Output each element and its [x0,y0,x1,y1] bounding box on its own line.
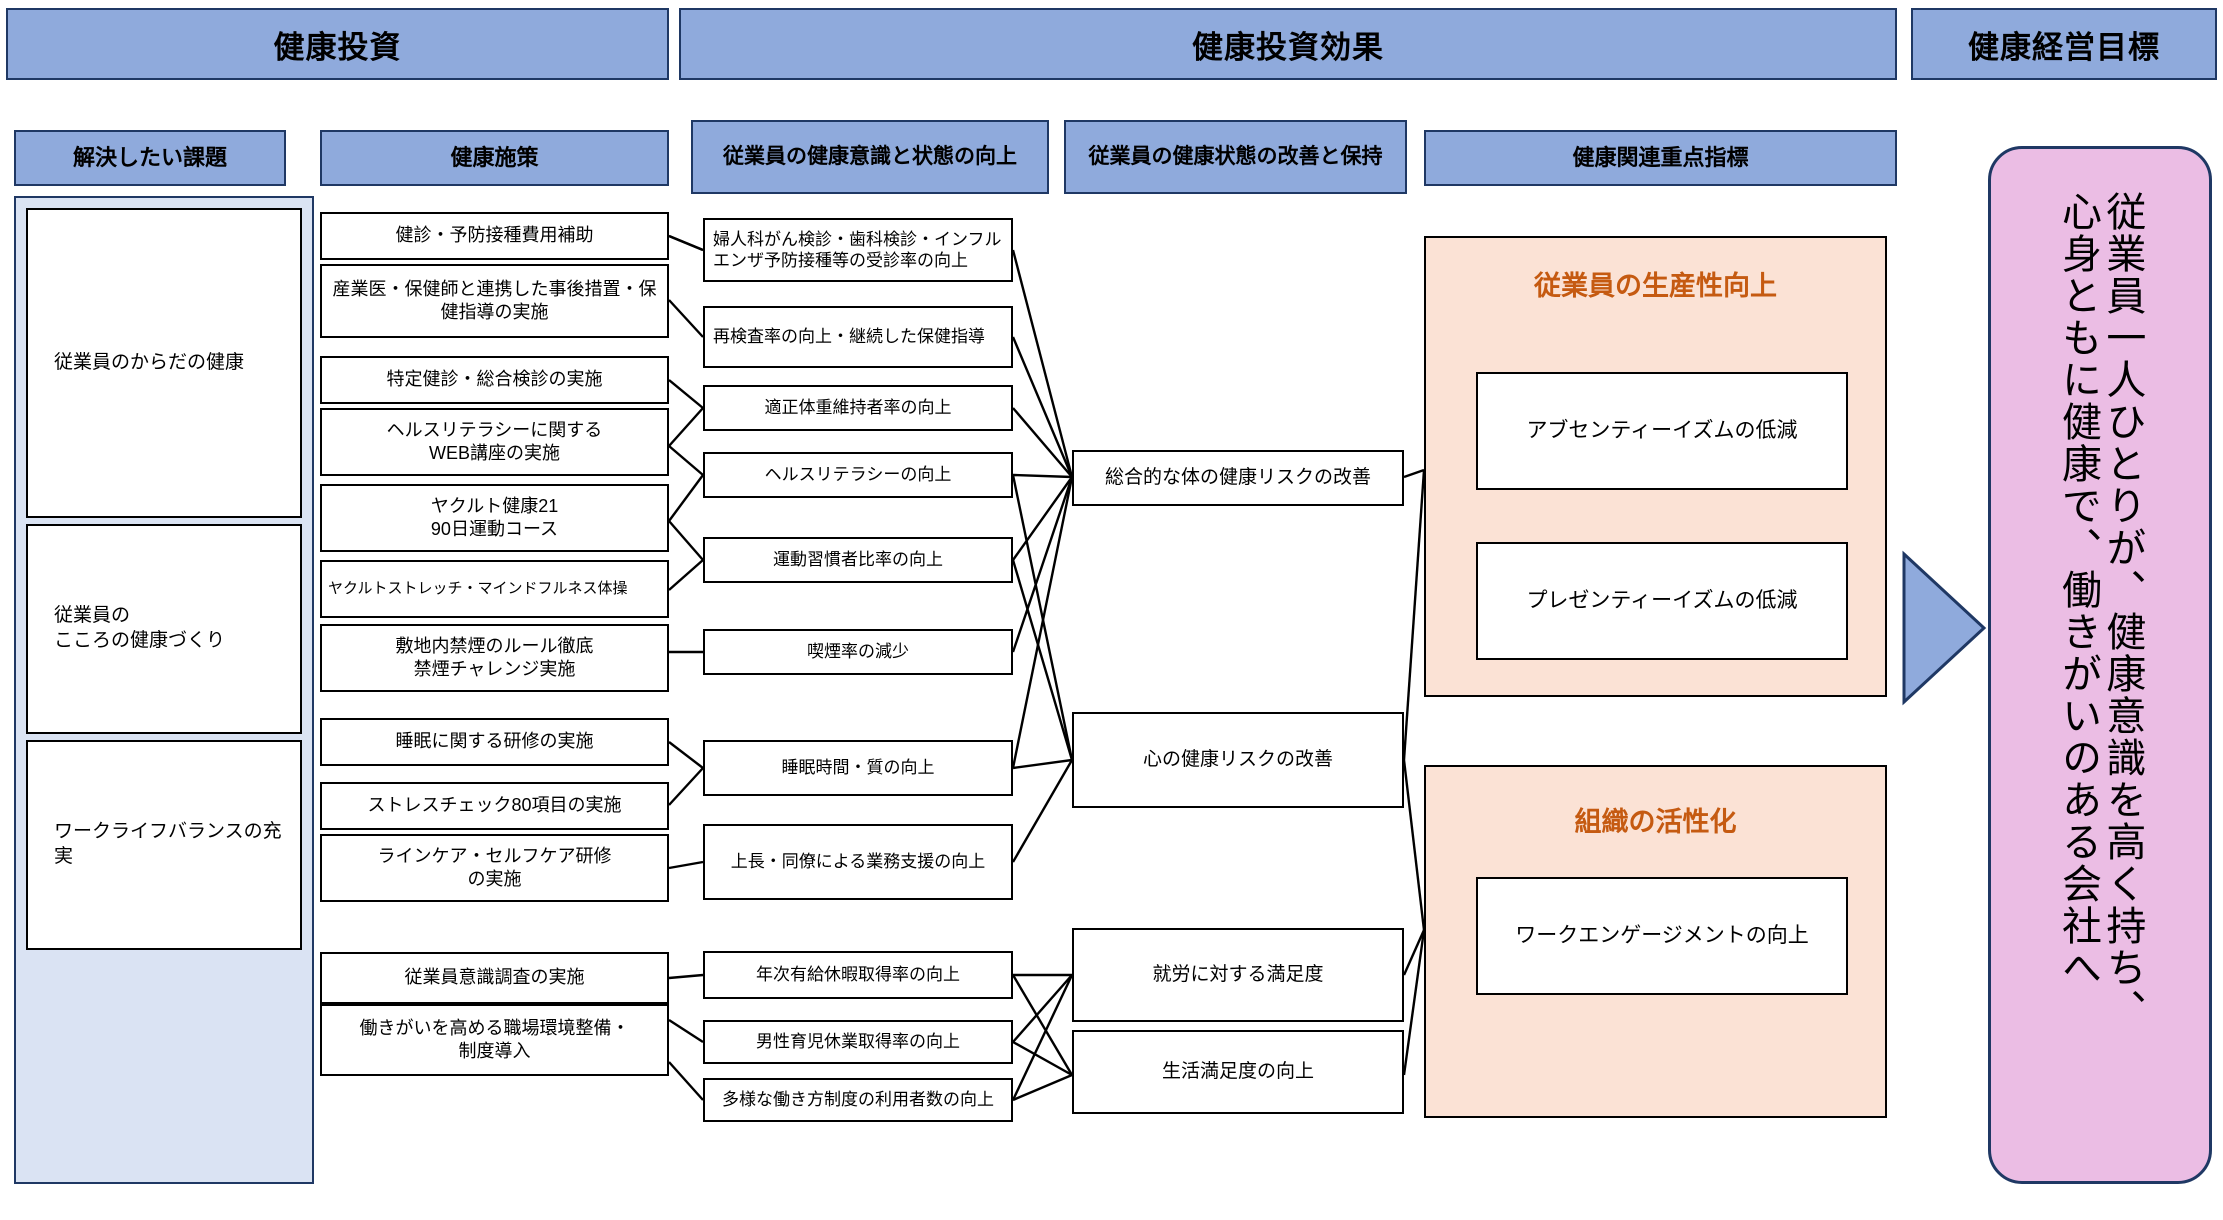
measure-label: 健診・予防接種費用補助 [395,225,594,246]
awareness-label: 適正体重維持者率の向上 [764,397,952,417]
issue-label: ワークライフバランスの充実 [54,821,282,867]
issue-label: 従業員の こころの健康づくり [54,605,226,651]
state-label: 心の健康リスクの改善 [1142,748,1333,770]
awareness-label: 婦人科がん検診・歯科検診・インフルエンザ予防接種等の受診率の向上 [713,229,1002,270]
state-box[interactable]: 総合的な体の健康リスクの改善 [1072,450,1404,506]
measure-box[interactable]: 睡眠に関する研修の実施 [320,718,669,766]
measure-label: ヤクルトストレッチ・マインドフルネス体操 [328,579,628,597]
awareness-box[interactable]: 婦人科がん検診・歯科検診・インフルエンザ予防接種等の受診率の向上 [703,218,1013,282]
measure-label: 産業医・保健師と連携した事後措置・保健指導の実施 [332,278,657,322]
goal-line-1: 従業員一人ひとりが、健康意識を高く持ち、 [2100,191,2145,1031]
state-label: 就労に対する満足度 [1152,963,1324,985]
state-label: 生活満足度の向上 [1161,1060,1314,1082]
measure-label: 敷地内禁煙のルール徹底 禁煙チャレンジ実施 [395,635,594,679]
measure-box[interactable]: 特定健診・総合検診の実施 [320,356,669,404]
measure-box[interactable]: 従業員意識調査の実施 [320,952,669,1004]
column-header-kpi: 健康関連重点指標 [1424,130,1897,186]
measure-box[interactable]: ストレスチェック80項目の実施 [320,782,669,830]
awareness-label: 上長・同僚による業務支援の向上 [730,851,986,871]
kpi-label: アブセンティーイズムの低減 [1526,419,1798,443]
awareness-label: 年次有給休暇取得率の向上 [756,964,960,984]
awareness-label: 喫煙率の減少 [807,641,909,661]
banner-health-management-goal: 健康経営目標 [1911,8,2217,80]
column-header-label: 従業員の健康状態の改善と保持 [1088,144,1383,168]
goal-text-container: 従業員一人ひとりが、健康意識を高く持ち、 心身ともに健康で、働きがいのある会社へ [1991,191,2209,1161]
awareness-box[interactable]: 適正体重維持者率の向上 [703,385,1013,431]
banner-label: 健康経営目標 [1968,29,2160,65]
measure-label: ヤクルト健康21 90日運動コース [430,495,559,539]
measure-label: ヘルスリテラシーに関する WEB講座の実施 [386,419,603,463]
awareness-label: 男性育児休業取得率の向上 [756,1031,960,1051]
measure-box[interactable]: ヘルスリテラシーに関する WEB講座の実施 [320,408,669,476]
issue-label: 従業員のからだの健康 [54,351,245,373]
awareness-box[interactable]: 年次有給休暇取得率の向上 [703,951,1013,999]
column-header-measures: 健康施策 [320,130,669,186]
column-header-label: 解決したい課題 [72,144,227,170]
column-header-label: 健康関連重点指標 [1572,144,1749,170]
state-box[interactable]: 心の健康リスクの改善 [1072,712,1404,808]
kpi-box[interactable]: ワークエンゲージメントの向上 [1476,877,1848,995]
awareness-box[interactable]: 上長・同僚による業務支援の向上 [703,824,1013,900]
kpi-group-title: 従業員の生産性向上 [1534,271,1777,301]
kpi-group-title: 組織の活性化 [1574,807,1737,837]
goal-box: 従業員一人ひとりが、健康意識を高く持ち、 心身ともに健康で、働きがいのある会社へ [1988,146,2212,1184]
awareness-label: 多様な働き方制度の利用者数の向上 [722,1089,994,1109]
measure-label: ストレスチェック80項目の実施 [367,795,622,816]
measure-box[interactable]: 健診・予防接種費用補助 [320,212,669,260]
measure-label: ラインケア・セルフケア研修 の実施 [377,845,612,889]
banner-health-investment: 健康投資 [6,8,669,80]
column-header-state: 従業員の健康状態の改善と保持 [1064,120,1407,194]
measure-box[interactable]: 産業医・保健師と連携した事後措置・保健指導の実施 [320,264,669,338]
column-header-awareness: 従業員の健康意識と状態の向上 [691,120,1049,194]
state-box[interactable]: 生活満足度の向上 [1072,1030,1404,1114]
right-arrow-icon [1898,548,1990,708]
measure-label: 従業員意識調査の実施 [404,967,585,988]
measure-label: 睡眠に関する研修の実施 [395,731,594,752]
measure-label: 働きがいを高める職場環境整備・ 制度導入 [359,1017,630,1061]
kpi-label: プレゼンティーイズムの低減 [1526,589,1798,613]
awareness-label: ヘルスリテラシーの向上 [764,464,952,484]
kpi-label: ワークエンゲージメントの向上 [1515,924,1809,948]
awareness-box[interactable]: 喫煙率の減少 [703,629,1013,675]
measure-box[interactable]: ラインケア・セルフケア研修 の実施 [320,834,669,902]
column-header-issues: 解決したい課題 [14,130,286,186]
awareness-label: 再検査率の向上・継続した保健指導 [713,327,985,347]
state-box[interactable]: 就労に対する満足度 [1072,928,1404,1022]
awareness-box[interactable]: ヘルスリテラシーの向上 [703,452,1013,498]
awareness-box[interactable]: 多様な働き方制度の利用者数の向上 [703,1078,1013,1122]
measure-box[interactable]: ヤクルトストレッチ・マインドフルネス体操 [320,560,669,618]
column-header-label: 健康施策 [450,144,539,170]
banner-health-investment-effect: 健康投資効果 [679,8,1897,80]
state-label: 総合的な体の健康リスクの改善 [1104,466,1371,488]
awareness-box[interactable]: 睡眠時間・質の向上 [703,740,1013,796]
awareness-label: 運動習慣者比率の向上 [773,549,943,569]
measure-label: 特定健診・総合検診の実施 [386,369,603,390]
banner-label: 健康投資効果 [1192,29,1384,65]
awareness-box[interactable]: 再検査率の向上・継続した保健指導 [703,306,1013,368]
awareness-box[interactable]: 男性育児休業取得率の向上 [703,1020,1013,1064]
kpi-box[interactable]: アブセンティーイズムの低減 [1476,372,1848,490]
awareness-label: 睡眠時間・質の向上 [781,757,935,777]
goal-line-2: 心身ともに健康で、働きがいのある会社へ [2056,191,2100,989]
column-header-label: 従業員の健康意識と状態の向上 [723,144,1017,168]
measure-box[interactable]: 働きがいを高める職場環境整備・ 制度導入 [320,1004,669,1076]
banner-label: 健康投資 [273,29,402,65]
issue-box[interactable]: ワークライフバランスの充実 [26,740,302,950]
awareness-box[interactable]: 運動習慣者比率の向上 [703,537,1013,583]
issue-box[interactable]: 従業員のからだの健康 [26,208,302,518]
issue-box[interactable]: 従業員の こころの健康づくり [26,524,302,734]
measure-box[interactable]: 敷地内禁煙のルール徹底 禁煙チャレンジ実施 [320,624,669,692]
measure-box[interactable]: ヤクルト健康21 90日運動コース [320,484,669,552]
kpi-box[interactable]: プレゼンティーイズムの低減 [1476,542,1848,660]
